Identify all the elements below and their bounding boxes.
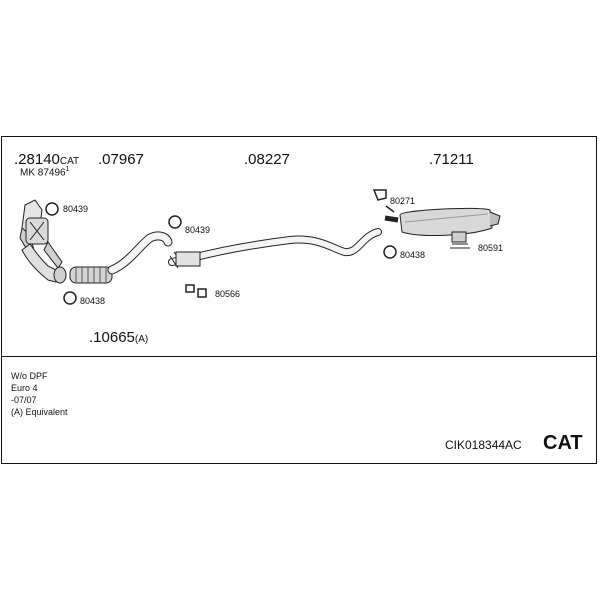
clamp-bolt-icon (385, 205, 395, 213)
clamp-ring-icon (383, 245, 397, 259)
rear-silencer-drawing (384, 207, 501, 249)
note-line: (A) Equivalent (11, 407, 68, 417)
clamp-label: 80438 (80, 296, 106, 306)
clamp-label: 80566 (215, 289, 241, 299)
clamp-ring-icon (168, 215, 182, 229)
clamp-ring-icon (45, 202, 59, 216)
hanger-icon (372, 189, 387, 201)
clamp-label: 80271 (390, 196, 416, 206)
part-number-catalytic-converter: .28140CAT (14, 151, 80, 168)
part-number-rear-silencer: .71211 (429, 151, 474, 168)
diagram-frame (1, 136, 597, 464)
part-number-middle-pipe: .08227 (244, 151, 290, 168)
clamp-ring-icon (63, 291, 77, 305)
clamp-label: 80591 (478, 243, 504, 253)
kit-type: CAT (543, 432, 583, 454)
note-line: -07/07 (11, 395, 37, 405)
clamp-icons (45, 189, 397, 305)
flex-pipe-drawing (69, 231, 173, 284)
note-line: W/o DPF (11, 371, 48, 381)
middle-pipe-drawing (168, 228, 382, 269)
note-line: Euro 4 (11, 383, 38, 393)
hanger-icon (185, 284, 207, 298)
clamp-label: 80439 (63, 204, 89, 214)
notes-divider (1, 356, 597, 357)
catalytic-converter-drawing (19, 199, 67, 284)
kit-code: CIK018344AC (445, 438, 522, 452)
part-number-front-pipe: .10665(A) (89, 329, 149, 346)
clamp-label: 80439 (185, 225, 211, 235)
part-number-flex-pipe: .07967 (98, 151, 144, 168)
mk-reference: MK 874961 (20, 166, 70, 179)
clamp-label: 80438 (400, 250, 426, 260)
